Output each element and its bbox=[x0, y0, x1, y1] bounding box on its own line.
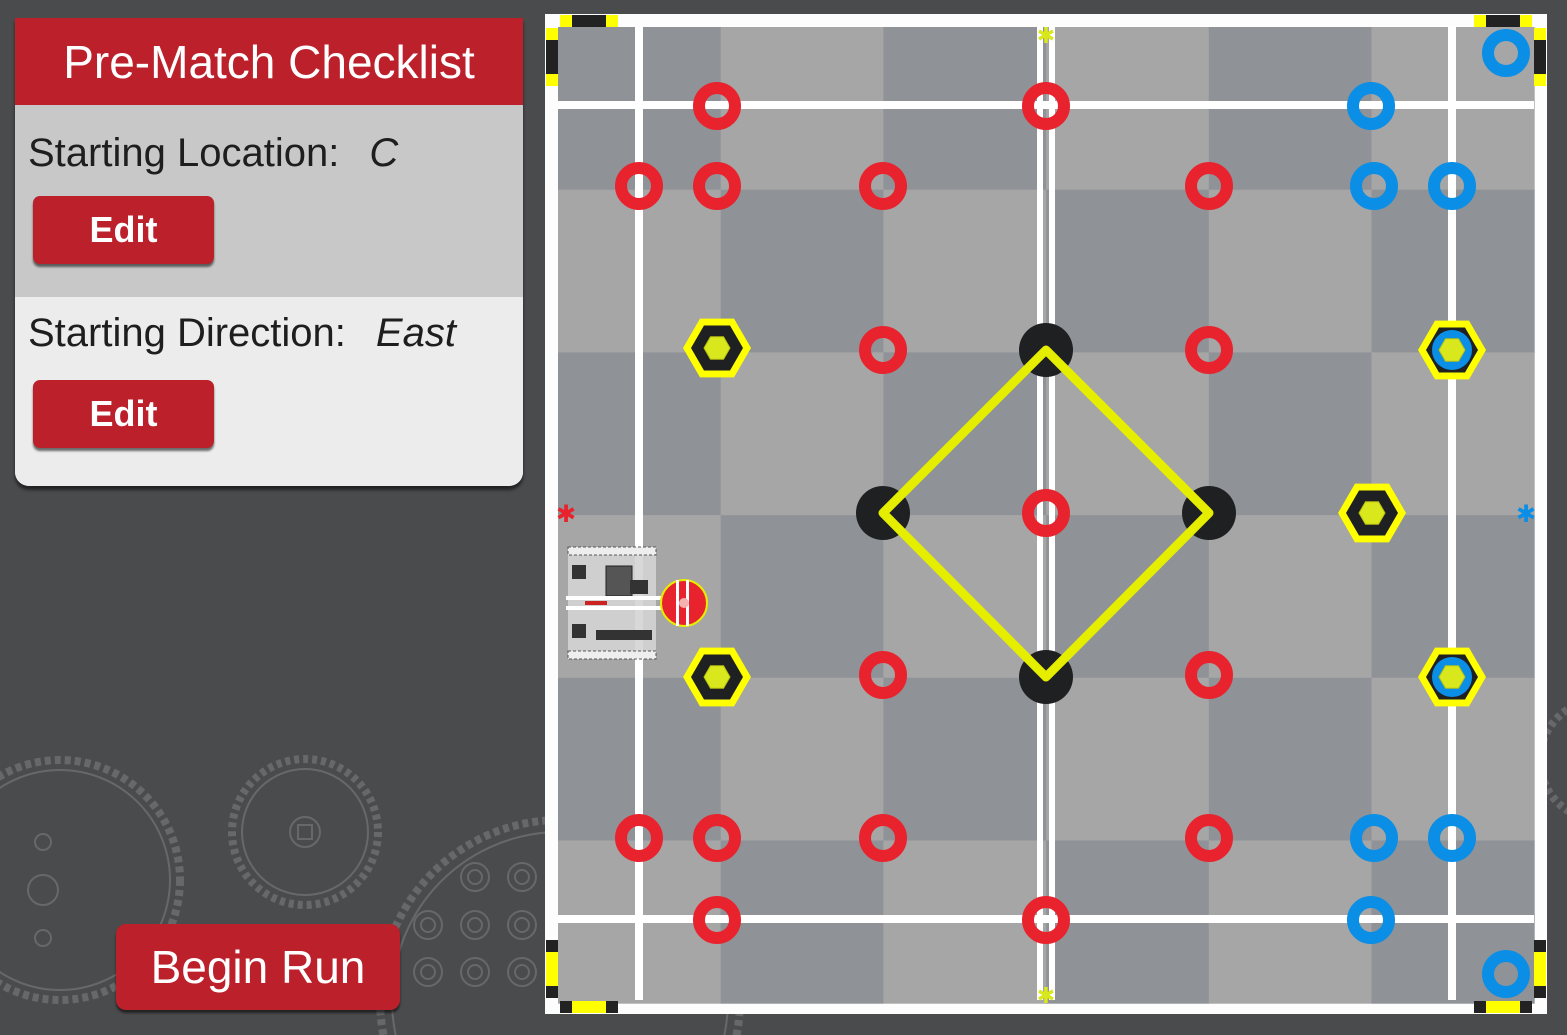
begin-run-button[interactable]: Begin Run bbox=[116, 924, 400, 1010]
mobile-goals bbox=[683, 318, 1486, 707]
edit-starting-direction-button[interactable]: Edit bbox=[33, 380, 214, 448]
blue-star-icon: ✱ bbox=[1516, 501, 1536, 528]
starting-direction-label: Starting Direction: bbox=[28, 311, 346, 355]
game-field[interactable]: ✱ ✱ ✱ ✱ bbox=[545, 14, 1547, 1014]
red-ring bbox=[1185, 162, 1233, 210]
red-ring bbox=[859, 814, 907, 862]
field-tiles bbox=[558, 27, 1535, 1004]
blue-ring bbox=[1428, 814, 1476, 862]
red-ring bbox=[693, 82, 741, 130]
corner-markers bbox=[546, 15, 1546, 1013]
ladder-platform bbox=[878, 345, 1214, 682]
star-icon: ✱ bbox=[1037, 983, 1055, 1008]
starting-direction-section: Starting Direction: East Edit bbox=[15, 297, 523, 486]
red-ring bbox=[859, 326, 907, 374]
starting-location-label: Starting Location: bbox=[28, 131, 340, 175]
checklist-title: Pre-Match Checklist bbox=[15, 18, 523, 105]
blue-ring bbox=[1482, 29, 1530, 77]
field-lines bbox=[558, 27, 1534, 1000]
starting-direction-value: East bbox=[375, 311, 456, 355]
edit-starting-location-button[interactable]: Edit bbox=[33, 196, 214, 264]
blue-mobile-goal bbox=[1418, 320, 1486, 380]
blue-ring bbox=[1350, 162, 1398, 210]
red-ring bbox=[859, 162, 907, 210]
blue-ring bbox=[1350, 814, 1398, 862]
red-ring bbox=[1185, 326, 1233, 374]
red-ring bbox=[1185, 651, 1233, 699]
red-ring bbox=[693, 896, 741, 944]
starting-location-value: C bbox=[369, 131, 399, 175]
red-ring bbox=[615, 814, 663, 862]
blue-mobile-goal bbox=[1418, 647, 1486, 707]
neutral-mobile-goal bbox=[683, 318, 751, 378]
blue-ring bbox=[1347, 82, 1395, 130]
red-ring bbox=[859, 651, 907, 699]
red-ring bbox=[1022, 896, 1070, 944]
starting-location-section: Starting Location: C Edit bbox=[15, 105, 523, 297]
field-canvas: ✱ ✱ ✱ ✱ bbox=[546, 15, 1546, 1013]
rings bbox=[615, 29, 1530, 998]
field-markers: ✱ ✱ ✱ ✱ bbox=[556, 23, 1536, 1008]
star-icon: ✱ bbox=[1037, 23, 1055, 48]
red-ring bbox=[615, 162, 663, 210]
blue-ring bbox=[1482, 950, 1530, 998]
neutral-mobile-goal bbox=[1338, 483, 1406, 543]
red-ring bbox=[1022, 489, 1070, 537]
blue-ring bbox=[1347, 896, 1395, 944]
red-ring bbox=[693, 814, 741, 862]
neutral-mobile-goal bbox=[683, 647, 751, 707]
red-star-icon: ✱ bbox=[556, 501, 576, 528]
pre-match-checklist: Pre-Match Checklist Starting Location: C … bbox=[15, 18, 523, 486]
blue-ring bbox=[1428, 162, 1476, 210]
red-ring bbox=[1185, 814, 1233, 862]
red-ring bbox=[1022, 82, 1070, 130]
red-ring bbox=[693, 162, 741, 210]
robot[interactable] bbox=[566, 546, 708, 660]
